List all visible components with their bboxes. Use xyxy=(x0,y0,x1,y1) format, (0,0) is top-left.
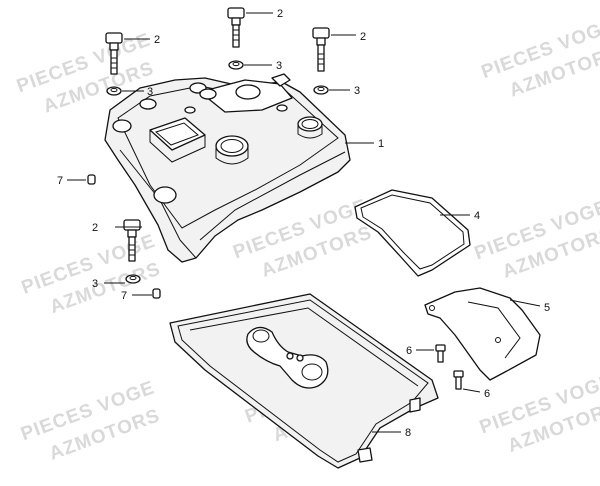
callout-number: 7 xyxy=(57,175,63,187)
washer-part-3 xyxy=(125,274,141,284)
callout-number: 1 xyxy=(378,138,384,150)
callout-number: 5 xyxy=(544,302,550,314)
bolt-part-2 xyxy=(312,27,330,72)
callout-number: 2 xyxy=(92,222,98,234)
callout-number: 4 xyxy=(474,210,480,222)
callout-number: 2 xyxy=(277,8,283,20)
leader-lines xyxy=(67,12,541,433)
bolt-boss xyxy=(112,119,132,133)
gasket-part-8 xyxy=(169,293,439,469)
callout-number: 2 xyxy=(154,34,160,46)
bolt-part-2 xyxy=(105,32,123,75)
callout-number: 6 xyxy=(484,388,490,400)
gasket-part-4 xyxy=(354,189,471,277)
screw-part-6 xyxy=(435,344,446,363)
callout-number: 3 xyxy=(92,278,98,290)
callout-number: 6 xyxy=(406,345,412,357)
bolt-boss xyxy=(235,84,261,100)
dowel-part-7 xyxy=(87,174,96,185)
callout-number: 3 xyxy=(276,60,282,72)
breather-nipple xyxy=(271,73,291,87)
callout-number: 7 xyxy=(121,290,127,302)
callout-number: 2 xyxy=(360,31,366,43)
screw-part-6 xyxy=(453,370,464,390)
bolt-boss xyxy=(139,98,157,110)
washer-part-3 xyxy=(313,85,329,95)
callout-number: 3 xyxy=(147,86,153,98)
washer-part-3 xyxy=(228,60,244,70)
bolt-boss xyxy=(153,186,177,204)
callout-number: 3 xyxy=(354,85,360,97)
dowel-part-7 xyxy=(152,288,161,299)
callout-number: 8 xyxy=(405,427,411,439)
bolt-part-2 xyxy=(123,219,141,262)
bolt-boss xyxy=(199,88,217,100)
cylinder-head-cover xyxy=(104,73,351,263)
washer-part-3 xyxy=(106,86,122,96)
bolt-part-2 xyxy=(227,7,245,48)
plate-part-5 xyxy=(424,287,541,381)
callout-labels: 2 2 2 2 3 3 3 3 7 7 1 4 5 6 6 8 xyxy=(57,8,550,439)
